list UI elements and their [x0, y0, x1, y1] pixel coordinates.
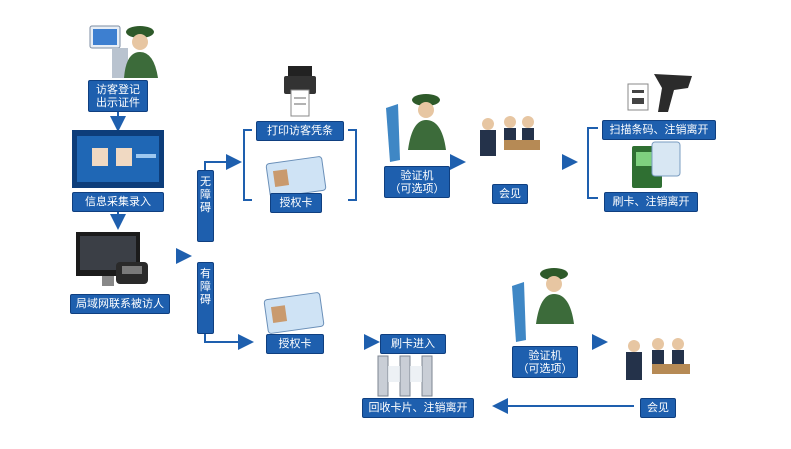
label-auth-card-top: 授权卡: [270, 193, 322, 213]
label-visitor-register: 访客登记 出示证件: [88, 80, 148, 112]
connector-lines: [110, 112, 634, 414]
label-meeting-bottom: 会见: [640, 398, 676, 418]
label-with-barrier: 有障碍: [197, 262, 214, 334]
meeting-icon-top: [480, 116, 540, 156]
label-recycle-card: 回收卡片、注销离开: [362, 398, 474, 418]
label-verifier-bottom: 验证机 （可选项）: [512, 346, 578, 378]
label-auth-card-bottom: 授权卡: [266, 334, 324, 354]
kiosk-guard-icon: [89, 25, 158, 78]
card-reader-icon: [632, 141, 681, 188]
label-swipe-enter: 刷卡进入: [380, 334, 446, 354]
verifier-guard-icon-bottom: [512, 268, 574, 342]
label-scan-barcode: 扫描条码、注销离开: [602, 120, 716, 140]
label-no-barrier: 无障碍: [197, 170, 214, 242]
id-card-icon-top: [265, 156, 327, 198]
meeting-icon-bottom: [626, 338, 690, 380]
label-lan-contact: 局域网联系被访人: [70, 294, 170, 314]
printer-icon: [284, 66, 316, 117]
info-collect-screen-icon: [72, 130, 164, 188]
computer-phone-icon: [76, 232, 148, 286]
label-print-voucher: 打印访客凭条: [256, 121, 344, 141]
label-swipe-leave: 刷卡、注销离开: [604, 192, 698, 212]
label-verifier-top: 验证机 （可选项）: [384, 166, 450, 198]
label-info-collect: 信息采集录入: [72, 192, 164, 212]
label-meeting-top: 会见: [492, 184, 528, 204]
id-card-icon-bottom: [263, 292, 325, 334]
barcode-scanner-icon: [627, 74, 692, 112]
turnstile-icon: [377, 355, 433, 397]
verifier-guard-icon-top: [386, 94, 446, 162]
